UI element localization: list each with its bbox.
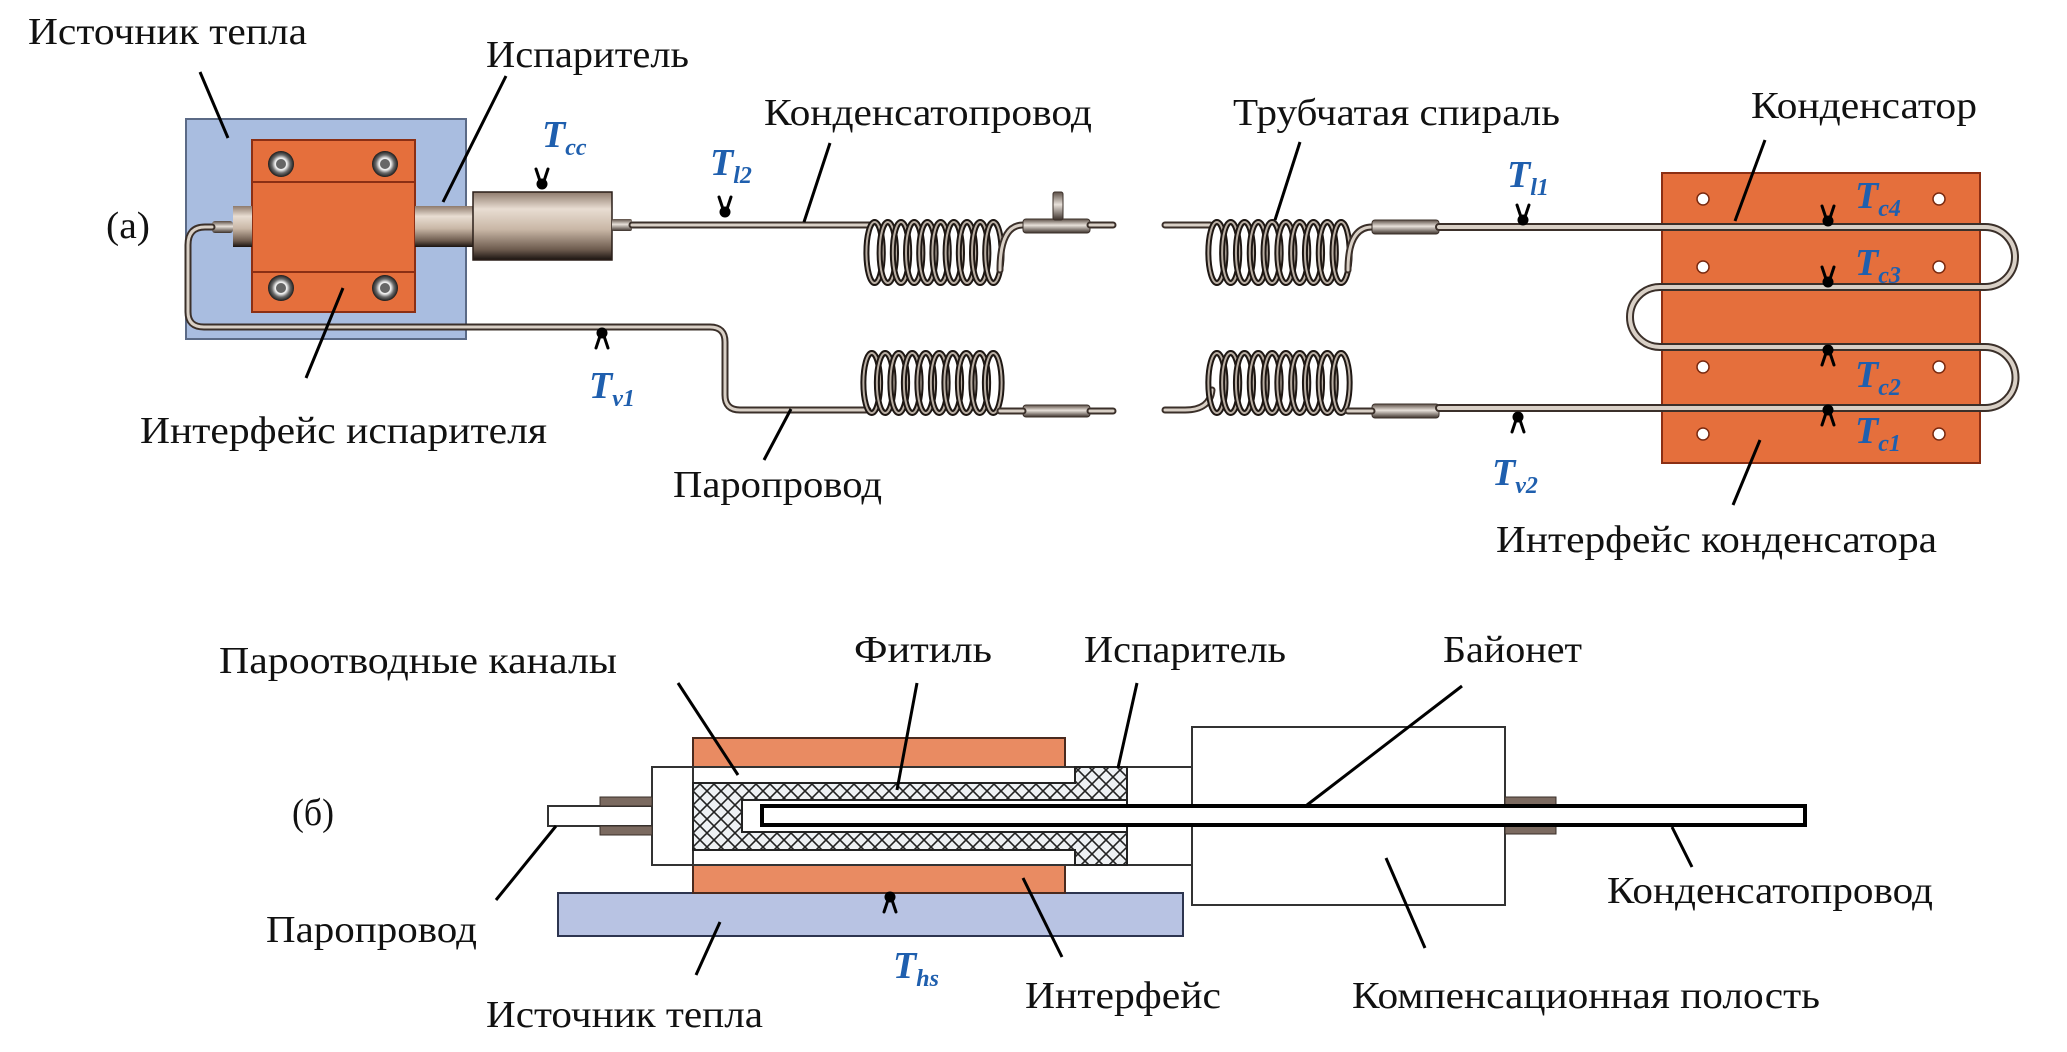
tube-coil-lower-left	[860, 350, 1005, 416]
heat-source-plate-b	[557, 892, 1184, 937]
bayonet	[760, 804, 1807, 827]
sensor-label-tcc: Tcc	[542, 114, 587, 161]
sensor-label-tc2: Tc2	[1855, 354, 1901, 401]
label-tube-coil: Трубчатая спираль	[1233, 92, 1560, 134]
thermocouple-icon	[1510, 411, 1526, 434]
thermocouple-markers-b	[882, 891, 898, 914]
interface-top	[692, 737, 1066, 768]
label-wick: Фитиль	[854, 629, 992, 671]
label-heat-source: Источник тепла	[28, 11, 307, 53]
label-condenser-interface: Интерфейс конденсатора	[1496, 519, 1937, 561]
collar-icon	[599, 796, 653, 807]
evaporator-fitting	[212, 221, 233, 233]
label-vapor-line: Паропровод	[673, 464, 882, 506]
tube-coil-upper-right	[1205, 219, 1353, 286]
leader-lines-a	[198, 71, 1767, 506]
vapor-line-fitting	[1022, 404, 1091, 418]
label-liquid-line-b: Конденсатопровод	[1607, 870, 1933, 912]
sensor-label-tl1: Tl1	[1507, 154, 1549, 201]
label-bayonet: Байонет	[1443, 629, 1582, 671]
label-condenser: Конденсатор	[1751, 85, 1977, 127]
label-evaporator-interface: Интерфейс испарителя	[140, 410, 547, 452]
label-evaporator-b: Испаритель	[1084, 629, 1286, 671]
tube-coil-upper-left	[863, 219, 1005, 286]
thermocouple-icon	[534, 167, 550, 190]
label-heat-source-b: Источник тепла	[486, 994, 763, 1036]
sensor-label-tc3: Tc3	[1855, 242, 1901, 289]
sensor-labels-b: Ths	[893, 945, 939, 992]
compensation-chamber-cylinder	[472, 191, 613, 261]
thermocouple-icon	[1820, 204, 1836, 227]
panel-a: (а) Источник тепла Испаритель Конденсато…	[28, 11, 2020, 561]
thermocouple-icon	[882, 891, 898, 914]
condenser-holes	[1696, 192, 1946, 441]
tee-fitting	[1022, 218, 1091, 234]
label-vapor-line-b: Паропровод	[266, 909, 477, 951]
evaporator-left-stub	[233, 206, 252, 247]
label-vapor-channels: Пароотводные каналы	[219, 640, 617, 682]
thermocouple-icon	[717, 195, 733, 218]
sensor-label-tv2: Tv2	[1492, 452, 1538, 499]
condenser-plate	[1661, 172, 1981, 464]
sensor-label-tv1: Tv1	[589, 365, 635, 412]
label-compensation-chamber: Компенсационная полость	[1352, 975, 1820, 1017]
panel-b-tag: (б)	[292, 792, 334, 834]
collar-icon	[599, 825, 653, 836]
interface-bottom	[692, 864, 1066, 894]
thermocouple-markers	[534, 167, 1836, 434]
label-liquid-line: Конденсатопровод	[764, 92, 1092, 134]
sensor-label-tc1: Tc1	[1855, 410, 1901, 457]
evaporator-interface-block	[251, 139, 416, 313]
panel-a-tag: (а)	[106, 205, 150, 247]
label-interface-b: Интерфейс	[1025, 975, 1221, 1017]
evaporator-tube	[415, 206, 473, 247]
thermocouple-icon	[1820, 344, 1836, 367]
tube-coil-lower-right	[1205, 350, 1353, 416]
leader-lines-b	[494, 682, 1694, 976]
sensor-label-ths: Ths	[893, 945, 939, 992]
thermocouple-icon	[1515, 203, 1531, 226]
vapor-line-stub-b	[547, 805, 653, 827]
panel-b: (б) Пароотводные каналы Фитиль Испарител…	[219, 629, 1933, 1036]
thermocouple-icon	[594, 327, 610, 350]
label-evaporator: Испаритель	[486, 34, 689, 76]
sensor-label-tc4: Tc4	[1855, 175, 1901, 222]
sensor-label-tl2: Tl2	[710, 142, 752, 189]
thermocouple-icon	[1820, 265, 1836, 288]
thermocouple-icon	[1820, 404, 1836, 427]
